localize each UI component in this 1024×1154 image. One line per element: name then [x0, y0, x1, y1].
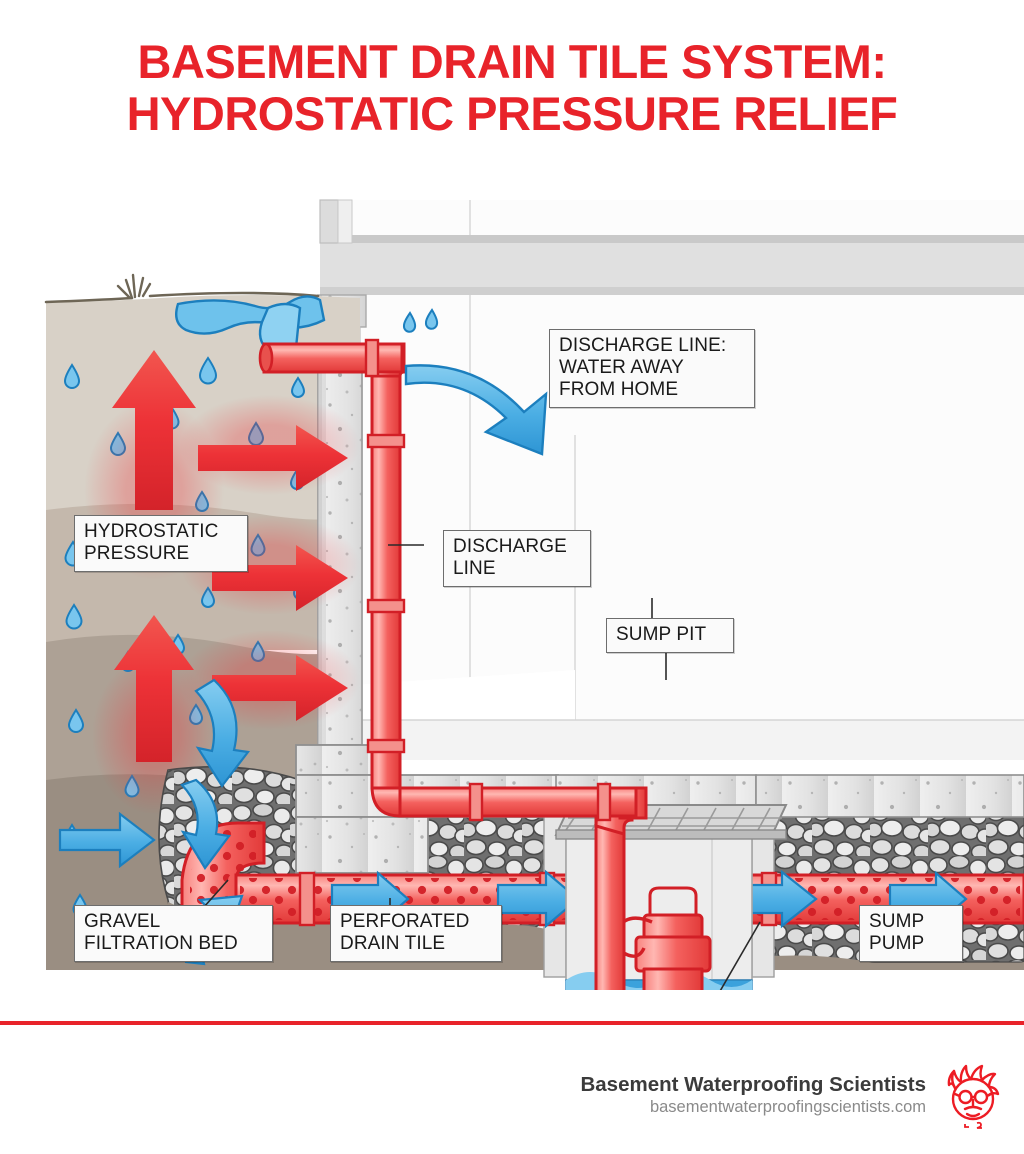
brand-name: Basement Waterproofing Scientists — [580, 1073, 926, 1096]
grass-tuft — [116, 273, 152, 300]
title-line-1: BASEMENT DRAIN TILE SYSTEM: — [137, 35, 887, 88]
callout-hydrostatic-pressure: HYDROSTATIC PRESSURE — [74, 515, 248, 572]
page-title: BASEMENT DRAIN TILE SYSTEM: HYDROSTATIC … — [0, 36, 1024, 140]
pressure-arrow-right-3 — [212, 655, 348, 721]
callout-gravel-bed: GRAVEL FILTRATION BED — [74, 905, 273, 962]
callout-perforated-tile: PERFORATED DRAIN TILE — [330, 905, 502, 962]
title-line-2: HYDROSTATIC PRESSURE RELIEF — [126, 87, 898, 140]
footer-divider-rule — [0, 1021, 1024, 1025]
basement-floor-perspective — [299, 670, 1024, 761]
ground-surface — [44, 291, 320, 304]
pressure-arrow-up-2 — [114, 615, 194, 762]
callout-sump-pump: SUMP PUMP — [859, 905, 963, 962]
callout-discharge-line: DISCHARGE LINE — [443, 530, 591, 587]
brand-url: basementwaterproofingscientists.com — [649, 1098, 926, 1116]
pressure-arrow-up-1 — [112, 350, 196, 510]
pressure-arrow-right-1 — [198, 425, 348, 491]
footer: Basement Waterproofing Scientists baseme… — [0, 1025, 1024, 1154]
surface-water-puddle — [175, 295, 326, 355]
sump-pump — [612, 886, 712, 990]
callout-discharge-away: DISCHARGE LINE: WATER AWAY FROM HOME — [549, 329, 755, 408]
discharge-flow-arrow — [402, 308, 548, 456]
scientist-face-icon — [947, 1064, 1000, 1129]
pressure-arrow-right-2 — [212, 545, 348, 611]
callout-sump-pit: SUMP PIT — [606, 618, 734, 653]
discharge-line — [258, 338, 648, 990]
